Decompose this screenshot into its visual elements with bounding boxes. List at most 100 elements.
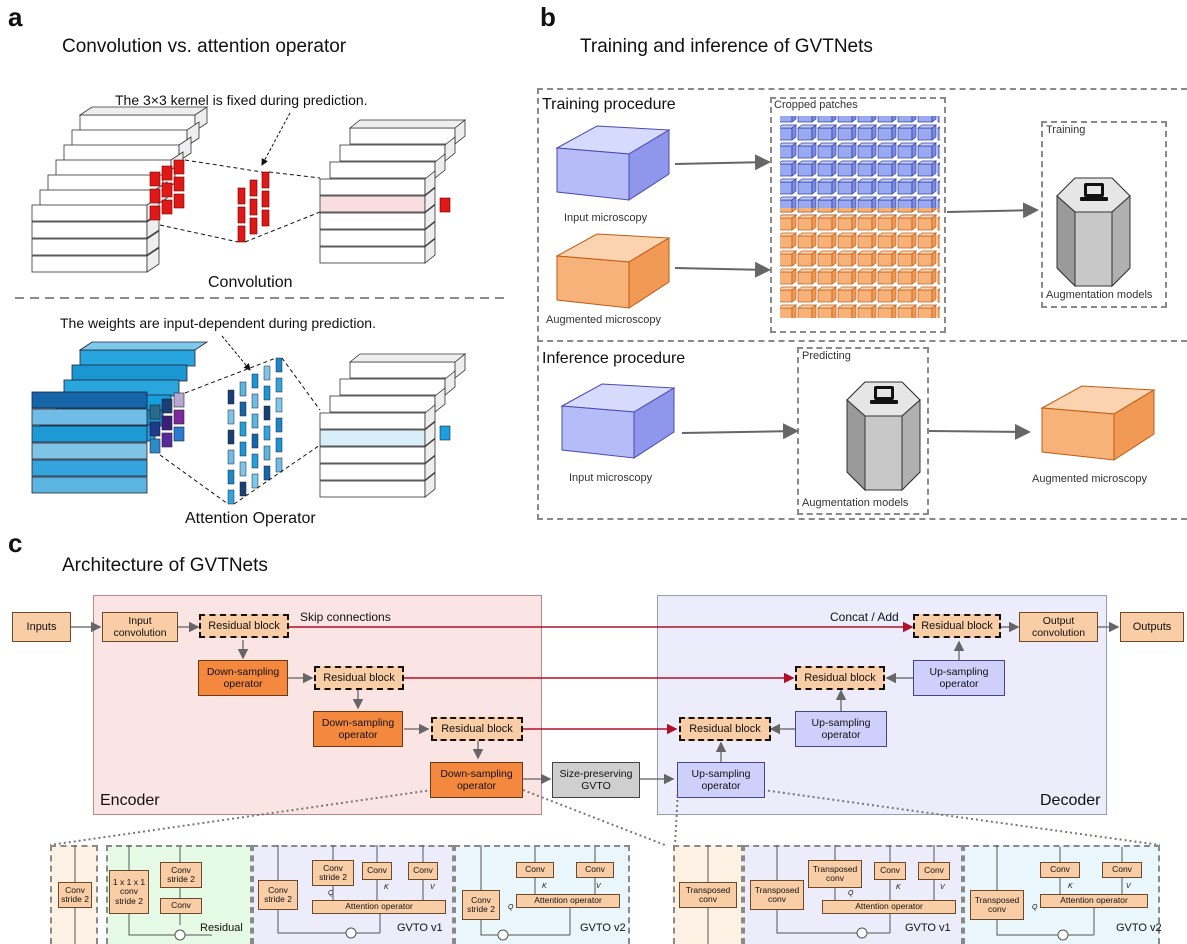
encoder-label: Encoder xyxy=(100,792,160,809)
augmented-microscopy-label: Augmented microscopy xyxy=(546,314,661,326)
u-v1-k: K xyxy=(896,884,901,891)
u-v2-conv-v: Conv xyxy=(1102,862,1142,878)
d-conv-stride2-b: Conv stride 2 xyxy=(160,862,202,888)
attention-operator-label: Attention Operator xyxy=(185,510,316,527)
inference-output-volume xyxy=(1040,385,1156,461)
attn-output-stack xyxy=(319,353,467,498)
u-v1-transposed: Transposed conv xyxy=(750,880,804,910)
skip-connections-label: Skip connections xyxy=(300,610,391,624)
predicting-label: Predicting xyxy=(802,350,851,362)
input-microscopy-volume xyxy=(555,125,671,201)
d-v2-attention: Attention operator xyxy=(516,894,620,908)
panel-a-letter: a xyxy=(8,2,23,32)
d-conv-b: Conv xyxy=(160,898,202,914)
d-v1-v: V xyxy=(430,884,435,891)
augmentation-models-label: Augmentation models xyxy=(1046,289,1153,301)
u-v2-conv-k: Conv xyxy=(1040,862,1080,878)
d-v2-conv-k: Conv xyxy=(516,862,554,878)
down-sampling-3: Down-sampling operator xyxy=(430,762,523,798)
conv-kernel-region xyxy=(149,159,185,221)
d-conv111: 1 x 1 x 1 conv stride 2 xyxy=(109,870,149,914)
up-sampling-3: Up-sampling operator xyxy=(677,762,765,798)
u-v1-transposed-q: Transposed conv xyxy=(808,860,862,888)
orange-patches xyxy=(780,208,940,318)
decoder-label: Decoder xyxy=(1040,792,1101,809)
laptop-icon xyxy=(1080,183,1108,201)
residual-block-3: Residual block xyxy=(431,717,523,741)
d-v1-q: Q xyxy=(328,890,334,897)
architecture-connectors xyxy=(49,621,1161,846)
inference-input-volume xyxy=(560,383,676,459)
attn-output-cell xyxy=(439,425,451,441)
u-v1-v: V xyxy=(940,884,945,891)
d-v1-conv-stride2-q: Conv stride 2 xyxy=(312,860,354,886)
input-microscopy-label: Input microscopy xyxy=(564,212,648,224)
d-gvto-v2-label: GVTO v2 xyxy=(580,922,626,934)
residual-block-1: Residual block xyxy=(199,614,289,638)
u-v2-k: K xyxy=(1068,883,1073,890)
concat-add-label: Concat / Add xyxy=(830,610,899,624)
output-convolution-box: Output convolution xyxy=(1019,612,1098,642)
panel-a-title: Convolution vs. attention operator xyxy=(62,36,347,57)
d-v1-conv-k: Conv xyxy=(362,862,392,880)
d-v1-attention: Attention operator xyxy=(312,900,446,914)
up-sampling-1: Up-sampling operator xyxy=(913,660,1005,696)
panel-c-letter: c xyxy=(8,528,23,558)
outputs-box: Outputs xyxy=(1120,612,1184,642)
panel-c-title: Architecture of GVTNets xyxy=(62,555,268,576)
d-v1-k: K xyxy=(384,884,389,891)
panel-b-frame xyxy=(537,88,1187,520)
d-v2-k: K xyxy=(542,883,547,890)
panel-b-illustration xyxy=(555,116,1156,492)
input-convolution-box: Input convolution xyxy=(102,612,178,642)
input-microscopy-label-2: Input microscopy xyxy=(569,472,653,484)
u-transposed-conv: Transposed conv xyxy=(679,882,737,908)
training-model-icon xyxy=(1056,177,1131,288)
laptop-icon-2 xyxy=(870,386,898,404)
u-v2-v: V xyxy=(1126,883,1131,890)
size-preserving-gvto: Size-preserving GVTO xyxy=(552,762,640,798)
residual-block-2: Residual block xyxy=(314,666,404,690)
attn-weight-region xyxy=(149,392,185,454)
detail-connectors xyxy=(74,845,1123,944)
u-v1-q: Q xyxy=(848,890,854,897)
d-v1-conv-v: Conv xyxy=(408,862,438,880)
conv-kernel xyxy=(237,171,270,243)
convolution-label: Convolution xyxy=(208,274,293,291)
augmented-microscopy-volume xyxy=(555,233,671,309)
residual-block-dec-1: Residual block xyxy=(913,614,1001,638)
u-gvto-v2-label: GVTO v2 xyxy=(1116,922,1162,934)
d-v2-q: Q xyxy=(508,904,514,911)
panel-b-divider xyxy=(537,340,1187,342)
blue-patches xyxy=(780,116,940,216)
residual-block-dec-3: Residual block xyxy=(679,717,771,741)
attn-input-stack xyxy=(31,341,209,494)
d-conv-stride2-a: Conv stride 2 xyxy=(58,882,92,908)
kernel-note: The 3×3 kernel is fixed during predictio… xyxy=(115,92,368,108)
down-sampling-2: Down-sampling operator xyxy=(313,711,403,747)
up-sampling-2: Up-sampling operator xyxy=(795,711,887,747)
d-v1-conv-stride2: Conv stride 2 xyxy=(258,880,298,910)
augmented-microscopy-label-2: Augmented microscopy xyxy=(1032,473,1147,485)
down-sampling-1: Down-sampling operator xyxy=(198,660,288,696)
u-v1-attention: Attention operator xyxy=(822,900,956,914)
attention-weights xyxy=(227,357,283,505)
training-procedure-label: Training procedure xyxy=(542,96,676,113)
u-v2-q: Q xyxy=(1032,904,1038,911)
augmentation-models-label-2: Augmentation models xyxy=(802,497,909,509)
d-v2-conv-v: Conv xyxy=(576,862,614,878)
conv-output-cell xyxy=(439,197,451,213)
weights-note: The weights are input-dependent during p… xyxy=(60,315,376,331)
cropped-patches-label: Cropped patches xyxy=(774,99,858,111)
panel-b-title: Training and inference of GVTNets xyxy=(580,36,873,57)
inputs-box: Inputs xyxy=(12,612,71,642)
inference-procedure-label: Inference procedure xyxy=(542,350,686,367)
u-v2-attention: Attention operator xyxy=(1040,894,1148,908)
panel-a-illustration xyxy=(15,106,510,505)
u-v1-conv-k: Conv xyxy=(874,862,906,880)
panel-b-letter: b xyxy=(540,2,556,32)
residual-block-dec-2: Residual block xyxy=(795,666,885,690)
d-v2-v: V xyxy=(596,883,601,890)
training-box xyxy=(1041,121,1167,308)
u-gvto-v1-label: GVTO v1 xyxy=(905,922,951,934)
